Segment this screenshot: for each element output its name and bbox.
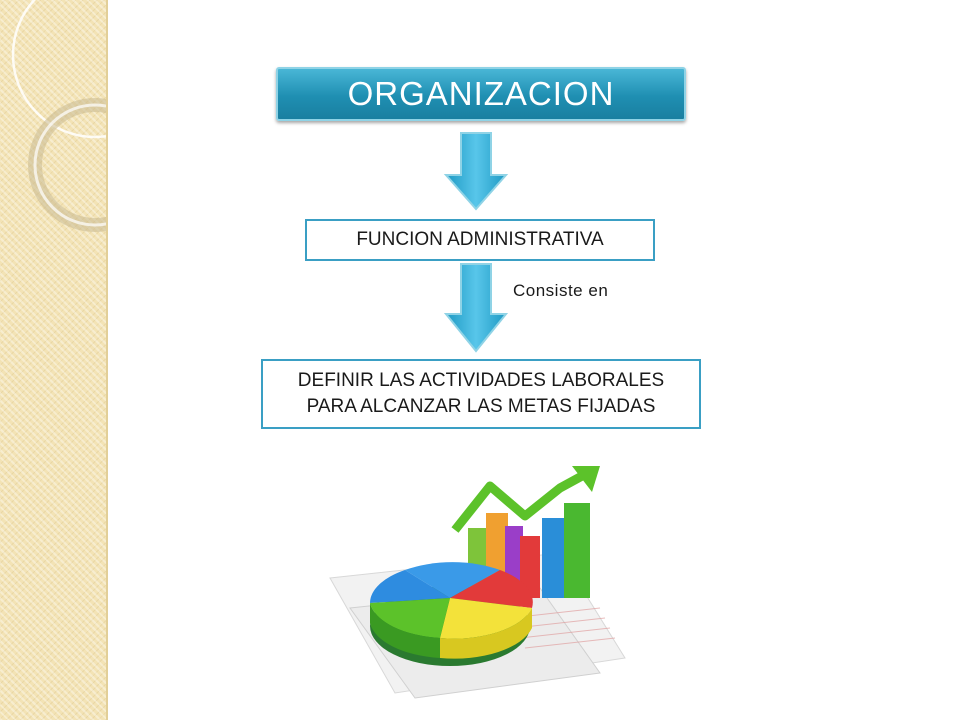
connector-label: Consiste en	[513, 281, 609, 300]
arrow-down-icon	[443, 263, 509, 353]
function-node: FUNCION ADMINISTRATIVA	[305, 219, 655, 261]
business-chart-illustration-icon	[329, 466, 626, 699]
diagram-title: ORGANIZACION	[347, 75, 615, 112]
definition-node: DEFINIR LAS ACTIVIDADES LABORALES PARA A…	[261, 359, 701, 429]
arrow-down-icon	[443, 132, 509, 211]
side-decoration-band	[0, 0, 108, 720]
title-box: ORGANIZACION	[276, 67, 686, 121]
definition-line-1: DEFINIR LAS ACTIVIDADES LABORALES	[297, 370, 665, 391]
definition-line-2: PARA ALCANZAR LAS METAS FIJADAS	[306, 396, 656, 417]
function-node-label: FUNCION ADMINISTRATIVA	[356, 229, 604, 250]
decorative-circles-icon	[11, 0, 106, 232]
